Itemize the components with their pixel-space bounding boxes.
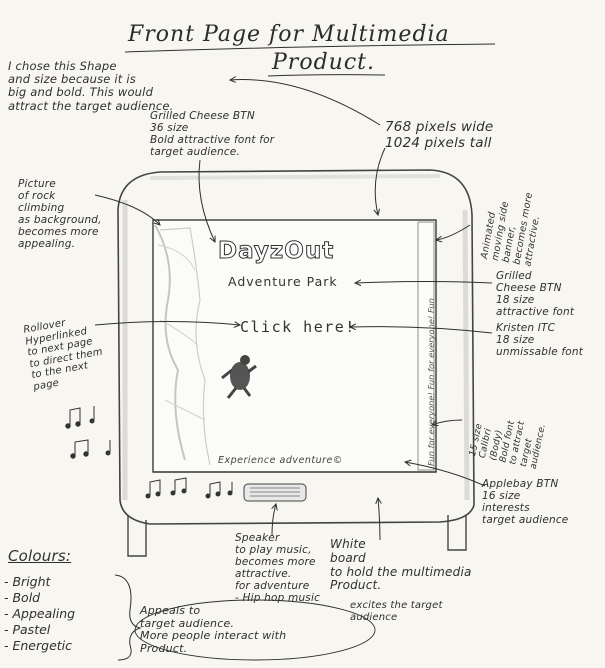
subtitle-underline (267, 74, 386, 77)
note-dimensions: 768 pixels wide 1024 pixels tall (385, 119, 494, 151)
note-title-font: Grilled Cheese BTN 36 size Bold attracti… (150, 110, 275, 159)
note-whiteboard: White board to hold the multimedia Produ… (330, 537, 472, 593)
note-excites: excites the target audience (350, 600, 443, 623)
note-appeals: Appeals to target audience. More people … (140, 604, 287, 655)
colours-heading: Colours: (8, 547, 72, 565)
page-title: Front Page for Multimedia (128, 22, 450, 47)
colour-item: - Pastel (4, 622, 51, 637)
colour-item: - Appealing (4, 606, 76, 621)
note-footer-font: Applebay BTN 16 size interests target au… (482, 478, 569, 527)
title-underline (124, 43, 496, 53)
arrow-shape (230, 80, 381, 126)
device-leg-left (127, 515, 147, 557)
note-subtitle-font: Grilled Cheese BTN 18 size attractive fo… (496, 270, 575, 319)
note-background: Picture of rock climbing as background, … (18, 178, 102, 251)
note-click-font: Kristen ITC 18 size unmissable font (496, 322, 584, 359)
note-rollover: Rollover Hyperlinked to next page to dir… (22, 317, 104, 393)
arrow-footer (405, 462, 486, 487)
note-shape-reason: I chose this Shape and size because it i… (8, 59, 174, 113)
arrow-dimensions (375, 147, 386, 215)
screen-footer: Experience adventure© (218, 455, 343, 466)
speaker (243, 483, 307, 502)
device-frame (117, 169, 475, 525)
side-banner (417, 221, 435, 471)
arrow-whiteboard (378, 498, 380, 541)
arrow-background (94, 194, 160, 225)
colour-item: - Bold (4, 590, 41, 605)
screen-logo: DayzOut (217, 238, 335, 265)
page-subtitle: Product. (272, 50, 375, 75)
colours-list: - Bright - Bold - Appealing - Pastel - E… (4, 574, 75, 654)
music-notes (65, 406, 233, 499)
arrow-title-font (198, 159, 215, 242)
side-banner-text: Fun for everyone! Fun for everyone! Fun (426, 298, 436, 466)
click-here-link[interactable]: Click here! (240, 318, 356, 336)
arrow-subtitle (355, 282, 493, 284)
appeals-loop (134, 599, 376, 661)
device-leg-right (447, 515, 467, 551)
arrow-banner (436, 224, 471, 240)
colours-bracket (114, 574, 142, 661)
device-screen (152, 219, 437, 473)
climber-figure (221, 355, 257, 399)
colour-item: - Bright (4, 574, 51, 589)
rock-background (154, 224, 211, 466)
arrow-speaker (272, 504, 276, 536)
screen-subtitle: Adventure Park (228, 274, 338, 289)
note-speaker: Speaker to play music, becomes more attr… (235, 532, 321, 605)
arrow-click-font (350, 327, 493, 334)
arrow-calibri (432, 419, 463, 425)
colour-item: - Energetic (4, 638, 73, 653)
arrow-rollover (94, 321, 240, 326)
